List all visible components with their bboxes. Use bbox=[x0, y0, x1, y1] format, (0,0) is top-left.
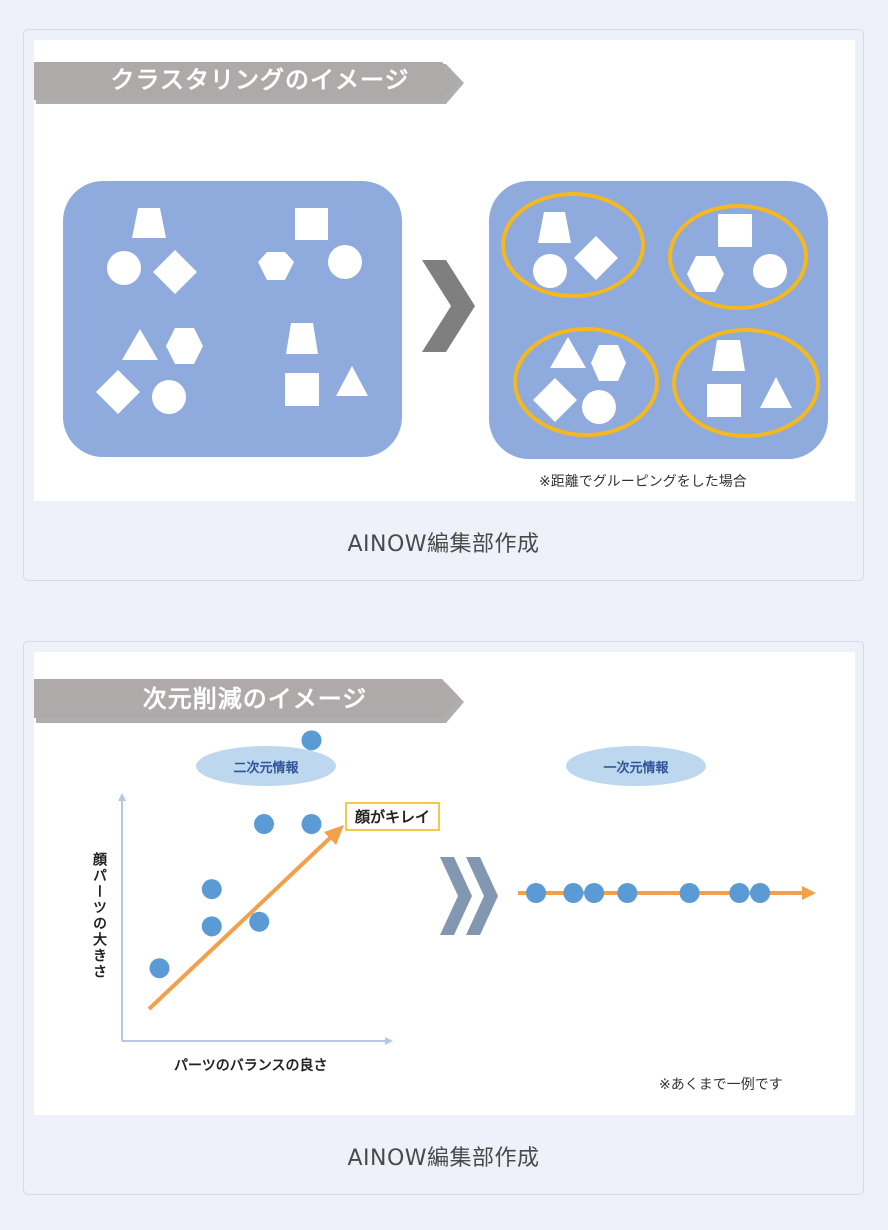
pill-2d-label: 二次元情報 bbox=[233, 761, 299, 776]
clustering-card: クラスタリングのイメージ ※距離でグルーピングをした場合 AINOW編集部作成 bbox=[23, 29, 864, 581]
cluster-ring bbox=[668, 204, 808, 310]
circle-shape bbox=[533, 254, 567, 288]
y-axis-label: 顔パーツの大きさ bbox=[91, 852, 107, 980]
one-dim-arrowhead-icon bbox=[802, 886, 816, 900]
dimred-figure: 次元削減のイメージ 二次元情報 一次元情報 顔がキレイ 顔パーツの大きさ パーツ… bbox=[34, 652, 855, 1115]
triangle-shape bbox=[336, 366, 368, 396]
triangle-shape bbox=[760, 377, 792, 408]
scatter-point bbox=[201, 879, 222, 900]
square-shape bbox=[718, 214, 752, 247]
line-point bbox=[617, 883, 638, 903]
trapezoid-shape bbox=[712, 340, 745, 371]
clustering-note: ※距離でグルーピングをした場合 bbox=[539, 474, 747, 490]
clustering-title: クラスタリングのイメージ bbox=[110, 66, 410, 94]
cluster-ring bbox=[672, 328, 820, 438]
y-axis-arrow-icon bbox=[118, 793, 126, 801]
line-point bbox=[526, 883, 546, 903]
circle-shape bbox=[753, 254, 787, 288]
scatter-point bbox=[254, 814, 274, 835]
circle-shape bbox=[152, 380, 186, 414]
square-shape bbox=[285, 373, 319, 406]
title-banner bbox=[34, 679, 460, 718]
scatter-point bbox=[249, 911, 270, 932]
clustering-diagram bbox=[34, 62, 828, 459]
pill-1d bbox=[566, 746, 706, 786]
circle-shape bbox=[582, 390, 616, 424]
hexagon-shape bbox=[687, 256, 724, 292]
line-point bbox=[584, 883, 605, 903]
hexagon-shape bbox=[258, 252, 294, 280]
title-banner bbox=[34, 62, 460, 100]
line-points bbox=[526, 883, 771, 903]
x-axis-arrow-icon bbox=[385, 1037, 393, 1045]
diamond-shape bbox=[533, 378, 577, 422]
line-point bbox=[679, 883, 700, 903]
hexagon-shape bbox=[591, 345, 626, 381]
trapezoid-shape bbox=[132, 208, 166, 238]
dimred-note: ※あくまで一例です bbox=[659, 1077, 783, 1093]
line-point bbox=[729, 883, 750, 903]
clustered-panel bbox=[489, 181, 828, 459]
trapezoid-shape bbox=[538, 212, 571, 243]
chevron-icon bbox=[466, 857, 498, 935]
cluster-ring bbox=[513, 327, 659, 437]
diamond-shape bbox=[96, 370, 140, 414]
scatter-point bbox=[301, 814, 322, 835]
chevron-arrow-icon bbox=[422, 260, 475, 352]
square-shape bbox=[295, 208, 328, 240]
dimred-caption: AINOW編集部作成 bbox=[347, 1146, 540, 1171]
diamond-shape bbox=[153, 250, 197, 294]
trapezoid-shape bbox=[286, 323, 318, 354]
cluster-ring bbox=[501, 192, 645, 298]
line-point bbox=[750, 883, 771, 903]
circle-shape bbox=[107, 251, 141, 285]
triangle-shape bbox=[550, 337, 586, 368]
scatter-point bbox=[301, 730, 322, 751]
clustering-caption: AINOW編集部作成 bbox=[347, 532, 540, 557]
scatter-points bbox=[149, 730, 322, 979]
triangle-shape bbox=[122, 329, 158, 360]
trend-line bbox=[147, 835, 333, 1011]
pill-1d-label: 一次元情報 bbox=[603, 761, 669, 776]
dimred-diagram bbox=[34, 679, 816, 1045]
scatter-point bbox=[201, 916, 222, 937]
clustering-figure: クラスタリングのイメージ ※距離でグルーピングをした場合 bbox=[34, 40, 855, 501]
square-shape bbox=[707, 384, 741, 417]
trend-arrowhead-icon bbox=[324, 825, 344, 845]
chevron-icon bbox=[440, 857, 472, 935]
circle-shape bbox=[328, 245, 362, 279]
diamond-shape bbox=[574, 236, 618, 280]
hexagon-shape bbox=[166, 328, 203, 364]
x-axis-label: パーツのバランスの良さ bbox=[174, 1058, 328, 1074]
scatter-point bbox=[149, 958, 170, 979]
unclustered-panel bbox=[63, 181, 402, 457]
dimred-card: 次元削減のイメージ 二次元情報 一次元情報 顔がキレイ 顔パーツの大きさ パーツ… bbox=[23, 641, 864, 1195]
callout-label: 顔がキレイ bbox=[345, 802, 441, 831]
dimred-title: 次元削減のイメージ bbox=[142, 685, 368, 713]
pill-2d bbox=[196, 746, 336, 786]
line-point bbox=[563, 883, 584, 903]
